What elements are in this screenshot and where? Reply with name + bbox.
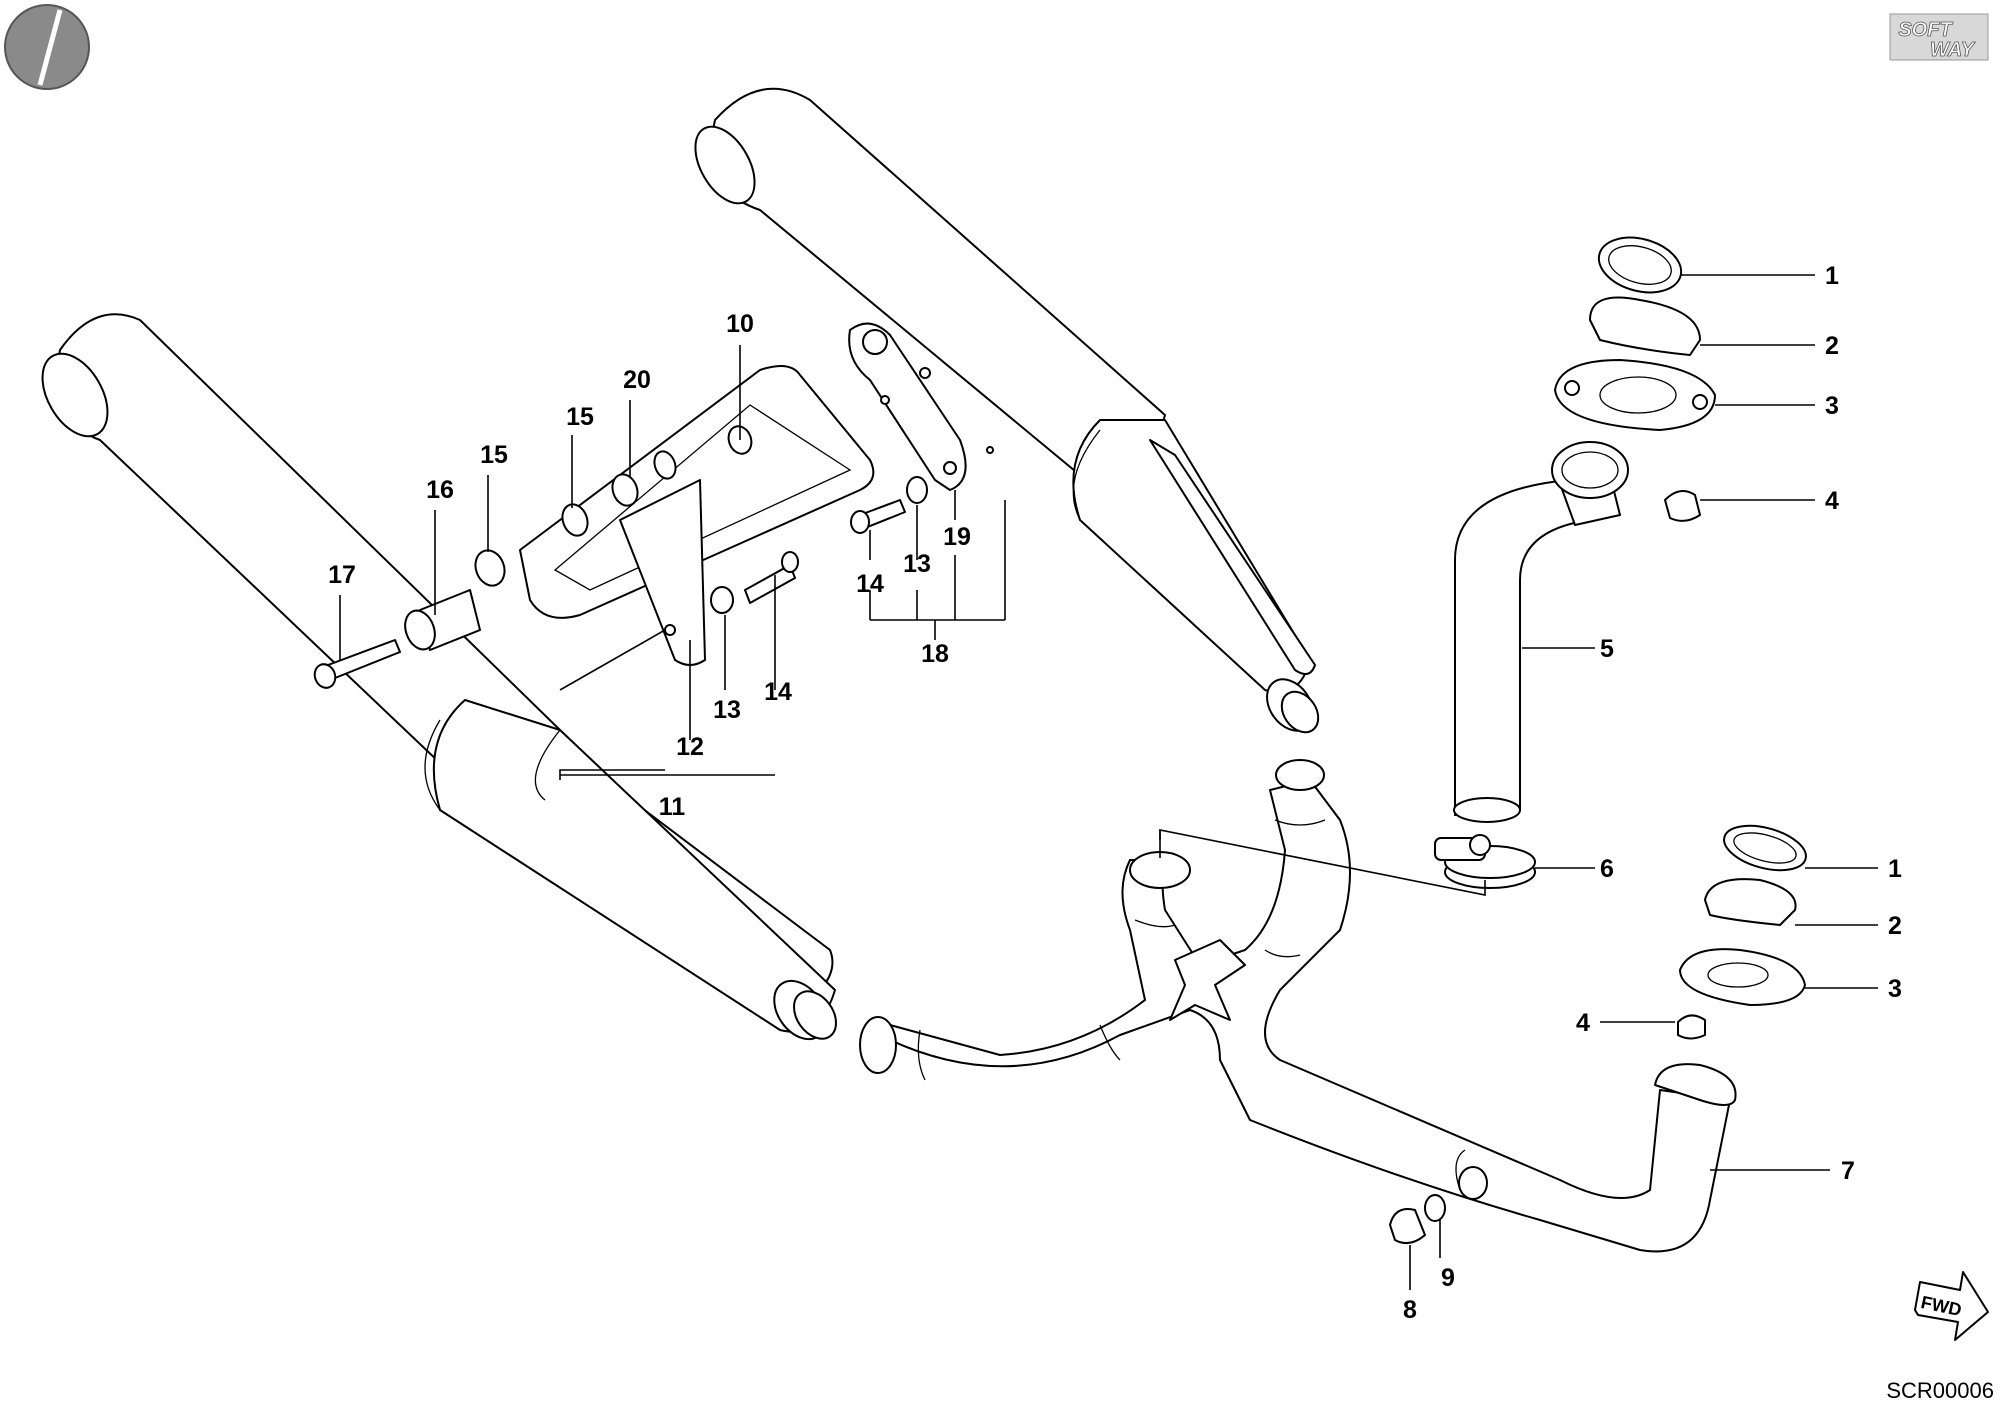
left-fasteners <box>313 425 799 689</box>
silencer-hanger-plate <box>848 322 967 491</box>
leader-lines <box>339 274 1878 1290</box>
callout-20: 20 <box>623 366 651 394</box>
right-silencer <box>694 87 1320 734</box>
callout-19: 19 <box>943 523 971 551</box>
callout-4-upper: 4 <box>1825 487 1839 515</box>
softway-logo: SOFT WAY <box>1889 13 1989 61</box>
brand-line-1: SOFT <box>1898 19 1953 41</box>
callout-16: 16 <box>426 476 454 504</box>
callout-15-outer: 15 <box>480 441 508 469</box>
callout-7: 7 <box>1841 1157 1855 1185</box>
callout-12: 12 <box>676 733 704 761</box>
callout-14-left: 14 <box>764 678 792 706</box>
silencer-bracket <box>519 365 875 666</box>
callout-18: 18 <box>921 640 949 668</box>
callout-labels: 1 2 3 4 5 6 1 2 3 4 7 8 9 10 11 12 13 14… <box>328 262 1902 1324</box>
callout-8: 8 <box>1403 1296 1417 1324</box>
callout-2-upper: 2 <box>1825 332 1839 360</box>
callout-1-lower: 1 <box>1888 855 1902 883</box>
callout-1-upper: 1 <box>1825 262 1839 290</box>
exhaust-collector <box>859 759 1737 1253</box>
forward-direction-arrow: FWD <box>1914 1271 1989 1341</box>
callout-11: 11 <box>659 793 686 821</box>
callout-15-inner: 15 <box>566 403 594 431</box>
callout-3-lower: 3 <box>1888 975 1902 1003</box>
drawing-code: SCR00006 <box>1886 1378 1994 1403</box>
gasket-stack-upper <box>1554 236 1716 522</box>
callout-6: 6 <box>1600 855 1614 883</box>
callout-13-left: 13 <box>713 696 741 724</box>
brand-line-2: WAY <box>1930 39 1976 61</box>
callout-13-right: 13 <box>903 550 931 578</box>
callout-3-upper: 3 <box>1825 392 1839 420</box>
callout-17: 17 <box>328 561 356 589</box>
left-silencer <box>41 313 837 1041</box>
callout-5: 5 <box>1600 635 1614 663</box>
pipe-clamp <box>1434 834 1536 889</box>
downpipe-rear-cylinder <box>1453 441 1629 823</box>
gasket-stack-lower <box>1677 824 1807 1040</box>
callout-9: 9 <box>1441 1264 1455 1292</box>
manufacturer-logo <box>4 4 90 90</box>
callout-2-lower: 2 <box>1888 912 1902 940</box>
callout-4-lower: 4 <box>1576 1009 1590 1037</box>
collector-fasteners <box>1389 1166 1488 1245</box>
callout-14-right: 14 <box>856 570 884 598</box>
right-fasteners <box>850 446 994 534</box>
callout-10: 10 <box>726 310 754 338</box>
